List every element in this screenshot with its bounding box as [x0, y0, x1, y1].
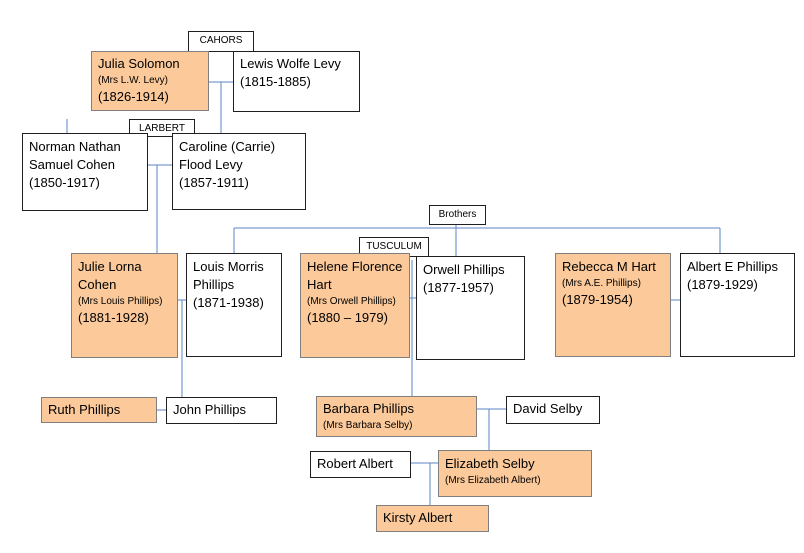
- person-married-name: (Mrs Orwell Phillips): [307, 296, 396, 307]
- person-name: Louis Morris Phillips: [193, 259, 264, 292]
- person-years: (1877-1957): [423, 280, 494, 295]
- person-elizabeth-selby: Elizabeth Selby (Mrs Elizabeth Albert): [438, 450, 592, 497]
- person-name: Julia Solomon: [98, 56, 180, 71]
- person-ruth-phillips: Ruth Phillips: [41, 397, 157, 423]
- person-married-name: (Mrs L.W. Levy): [98, 75, 169, 86]
- person-david-selby: David Selby: [506, 396, 600, 424]
- person-years: (1881-1928): [78, 310, 149, 325]
- label-larbert: LARBERT: [129, 119, 195, 137]
- person-name: Norman Nathan Samuel Cohen: [29, 139, 121, 172]
- person-years: (1871-1938): [193, 295, 264, 310]
- person-years: (1857-1911): [179, 175, 249, 190]
- person-albert-phillips: Albert E Phillips (1879-1929): [680, 253, 795, 357]
- person-norman-cohen: Norman Nathan Samuel Cohen (1850-1917): [22, 133, 148, 211]
- person-name: Ruth Phillips: [48, 402, 121, 417]
- person-married-name: (Mrs A.E. Phillips): [562, 278, 641, 289]
- person-helene-hart: Helene Florence Hart (Mrs Orwell Phillip…: [300, 253, 410, 358]
- person-years: (1880 – 1979): [307, 310, 388, 325]
- person-julia-solomon: Julia Solomon (Mrs L.W. Levy) (1826-1914…: [91, 51, 209, 111]
- person-name: Orwell Phillips: [423, 262, 505, 277]
- person-name: Elizabeth Selby: [445, 456, 535, 471]
- person-name: David Selby: [513, 401, 583, 416]
- person-married-name: (Mrs Elizabeth Albert): [445, 475, 541, 486]
- person-julie-cohen: Julie Lorna Cohen (Mrs Louis Phillips) (…: [71, 253, 178, 358]
- person-john-phillips: John Phillips: [166, 397, 277, 424]
- person-years: (1826-1914): [98, 89, 169, 104]
- person-name: Barbara Phillips: [323, 401, 415, 416]
- person-name: John Phillips: [173, 402, 246, 417]
- person-name: Helene Florence Hart: [307, 259, 403, 292]
- person-name: Julie Lorna Cohen: [78, 259, 142, 292]
- person-name: Rebecca M Hart: [562, 259, 656, 274]
- person-married-name: (Mrs Barbara Selby): [323, 420, 413, 431]
- person-rebecca-hart: Rebecca M Hart (Mrs A.E. Phillips) (1879…: [555, 253, 671, 357]
- person-name: Albert E Phillips: [687, 259, 779, 274]
- label-cahors: CAHORS: [188, 31, 254, 52]
- person-kirsty-albert: Kirsty Albert: [376, 505, 489, 532]
- person-name: Caroline (Carrie) Flood Levy: [179, 139, 276, 172]
- person-louis-phillips: Louis Morris Phillips (1871-1938): [186, 253, 282, 357]
- person-caroline-levy: Caroline (Carrie) Flood Levy (1857-1911): [172, 133, 306, 210]
- person-years: (1850-1917): [29, 175, 100, 190]
- label-brothers: Brothers: [429, 205, 486, 225]
- person-name: Kirsty Albert: [383, 510, 453, 525]
- person-years: (1815-1885): [240, 74, 311, 89]
- person-robert-albert: Robert Albert: [310, 451, 411, 478]
- person-barbara-phillips: Barbara Phillips (Mrs Barbara Selby): [316, 396, 477, 437]
- person-years: (1879-1929): [687, 277, 758, 292]
- person-married-name: (Mrs Louis Phillips): [78, 296, 163, 307]
- person-lewis-wolfe-levy: Lewis Wolfe Levy (1815-1885): [233, 51, 360, 112]
- person-name: Robert Albert: [317, 456, 393, 471]
- person-name: Lewis Wolfe Levy: [240, 56, 341, 71]
- person-years: (1879-1954): [562, 292, 633, 307]
- person-orwell-phillips: Orwell Phillips (1877-1957): [416, 256, 525, 360]
